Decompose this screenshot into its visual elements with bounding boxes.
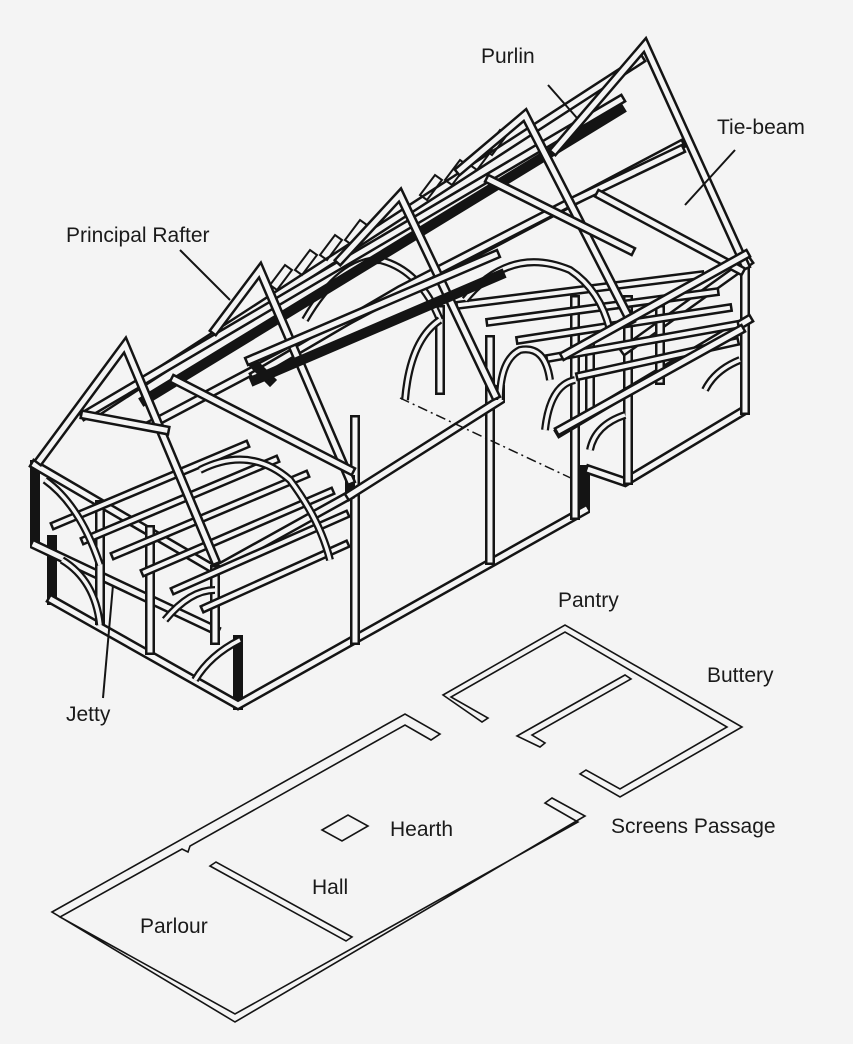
leader-tie-beam — [684, 149, 736, 206]
plan-hall-parlour-walls — [50, 713, 587, 1023]
label-screens-passage: Screens Passage — [611, 815, 776, 838]
labels: Purlin Tie-beam Principal Rafter Jetty P… — [66, 45, 805, 938]
roof-trusses — [33, 35, 752, 567]
label-principal-rafter: Principal Rafter — [66, 224, 210, 247]
hidden-sill-line — [399, 397, 576, 481]
tie-beams — [243, 248, 752, 437]
label-jetty: Jetty — [66, 703, 111, 726]
label-tie-beam: Tie-beam — [717, 116, 805, 139]
plan-service-walls — [441, 624, 744, 798]
plan-service-partition — [515, 674, 633, 748]
label-hall: Hall — [312, 876, 348, 899]
label-parlour: Parlour — [140, 915, 208, 938]
floor-plan — [50, 624, 744, 1023]
leader-principal-rafter — [179, 249, 231, 301]
plan-hearth — [320, 814, 370, 842]
leader-purlin — [547, 84, 578, 119]
plan-parlour-partition — [208, 861, 354, 942]
label-hearth: Hearth — [390, 818, 453, 841]
leader-jetty — [102, 584, 114, 699]
label-buttery: Buttery — [707, 664, 774, 687]
label-pantry: Pantry — [558, 589, 619, 612]
label-purlin: Purlin — [481, 45, 535, 68]
leader-lines — [102, 84, 736, 699]
timber-frame-drawing — [28, 35, 755, 711]
